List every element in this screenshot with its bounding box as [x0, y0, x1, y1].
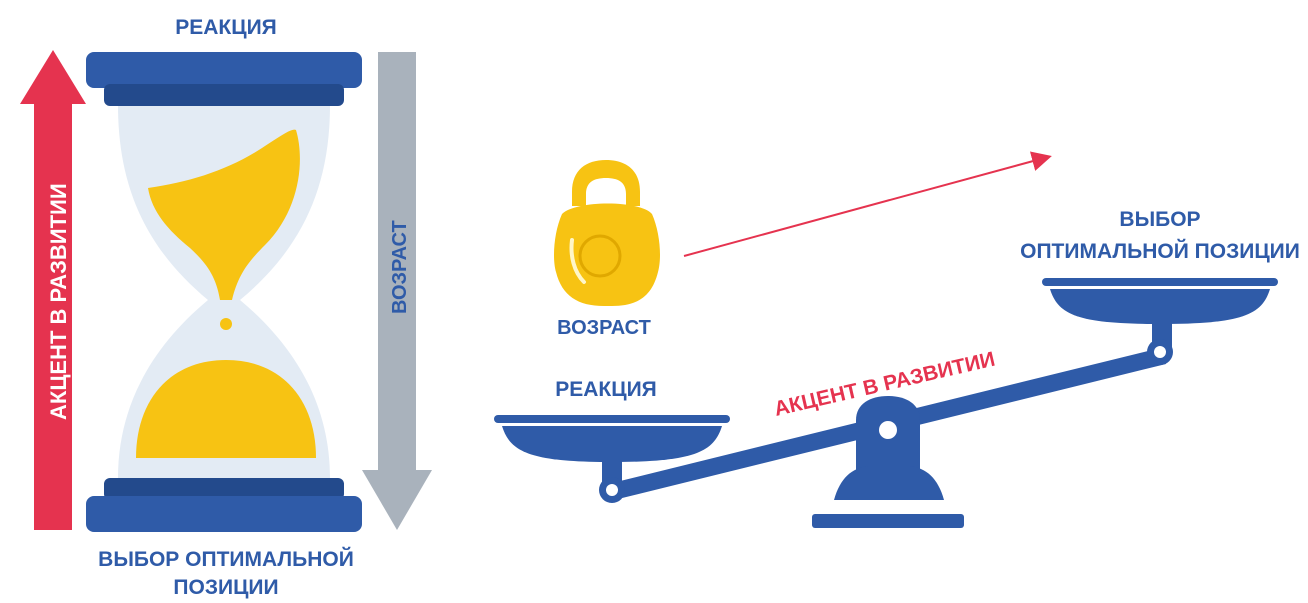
- left-pan-pivot-hole: [606, 484, 618, 496]
- accent-pointer-arrow: [684, 157, 1048, 256]
- right-pan: [1042, 278, 1278, 324]
- hourglass-bottom-label-line2: ПОЗИЦИИ: [173, 576, 278, 599]
- left-pan: [494, 415, 730, 462]
- kettlebell-icon: [554, 160, 660, 306]
- right-pan-label-line2: ОПТИМАЛЬНОЙ ПОЗИЦИИ: [1020, 239, 1300, 263]
- hourglass-top-cap-lip: [104, 84, 344, 106]
- hourglass-bottom-label-line1: ВЫБОР ОПТИМАЛЬНОЙ: [98, 547, 354, 571]
- left-pan-label: РЕАКЦИЯ: [555, 378, 657, 401]
- age-arrow-label: ВОЗРАСТ: [389, 220, 411, 314]
- weight-label: ВОЗРАСТ: [557, 317, 651, 339]
- hourglass: [86, 52, 362, 532]
- right-pan-pivot-hole: [1154, 346, 1166, 358]
- hourglass-bottom-cap: [86, 496, 362, 532]
- accent-arrow-label: АКЦЕНТ В РАЗВИТИИ: [46, 183, 71, 420]
- hourglass-sand-drop: [220, 318, 232, 330]
- hourglass-top-label: РЕАКЦИЯ: [175, 16, 277, 39]
- right-pan-label-line1: ВЫБОР: [1119, 208, 1200, 231]
- hourglass-top-cap: [86, 52, 362, 88]
